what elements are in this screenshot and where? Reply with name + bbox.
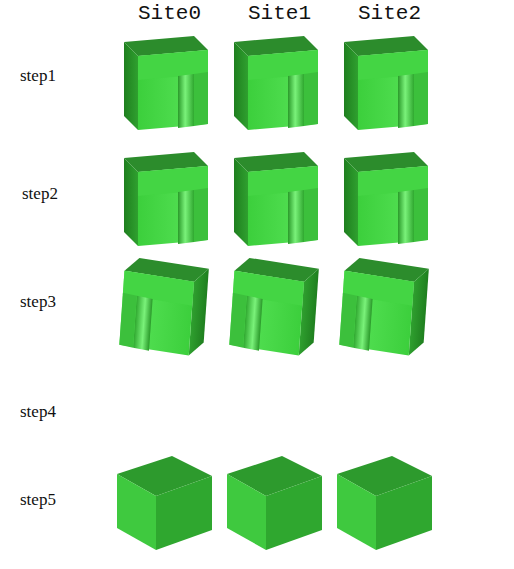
row-label: step5 bbox=[20, 490, 56, 510]
column-header: Site1 bbox=[248, 2, 311, 25]
row-label: step3 bbox=[20, 292, 56, 312]
column-header: Site0 bbox=[138, 2, 201, 25]
step1-blocks bbox=[124, 36, 428, 130]
column-header: Site2 bbox=[358, 2, 421, 25]
step3-blocks bbox=[119, 257, 429, 357]
row-label: step1 bbox=[20, 66, 56, 86]
row-label: step4 bbox=[20, 402, 56, 422]
row-label: step2 bbox=[22, 184, 58, 204]
step5-blocks bbox=[117, 456, 432, 550]
step2-blocks bbox=[124, 152, 428, 246]
